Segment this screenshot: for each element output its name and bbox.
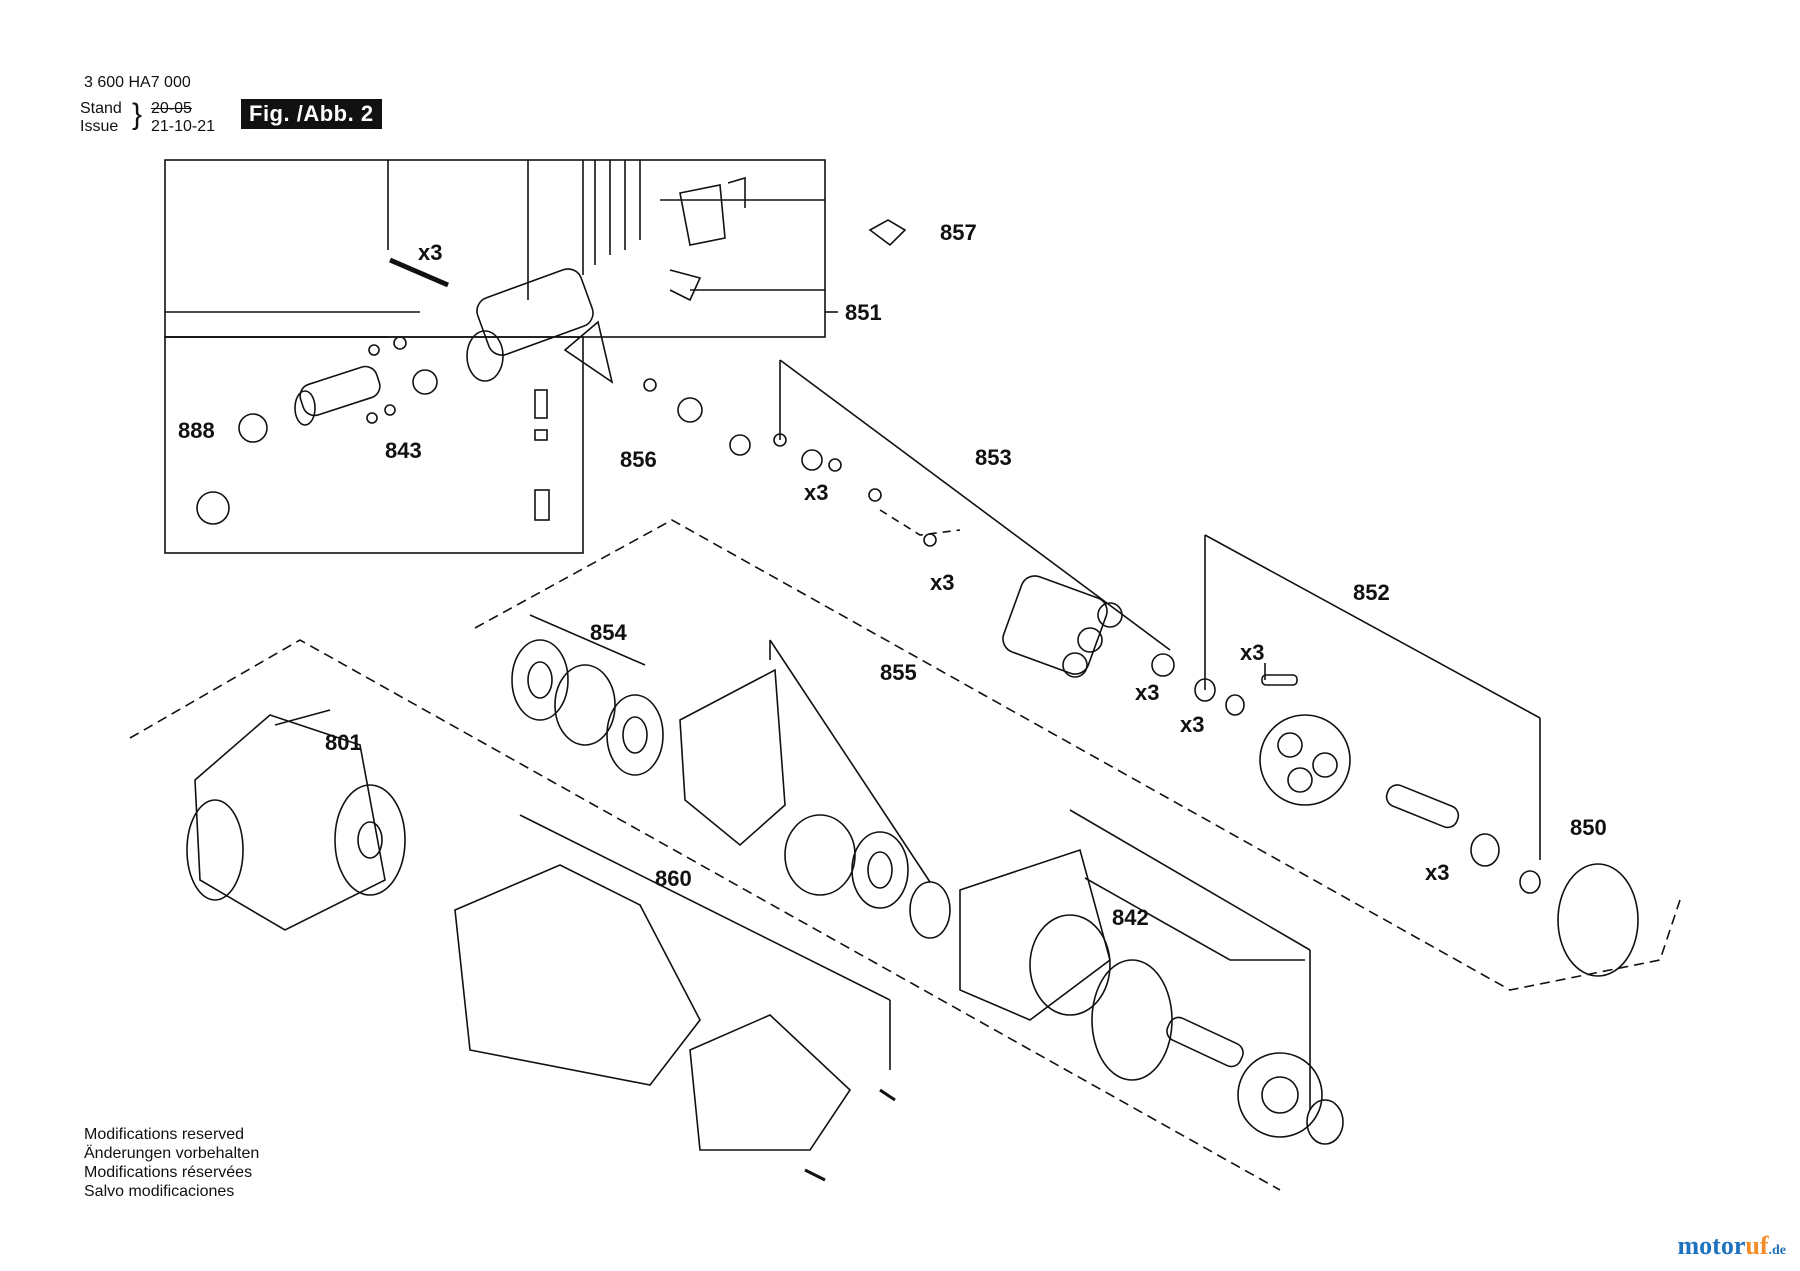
callout-857: 857 [940, 220, 977, 245]
dashed-envelope-801 [129, 639, 1281, 1191]
modifications-notes: Modifications reserved Änderungen vorbeh… [84, 1125, 259, 1201]
callout-801: 801 [325, 730, 362, 755]
callout-842: 842 [1112, 905, 1149, 930]
multiplier: x3 [1135, 680, 1159, 705]
note-de: Änderungen vorbehalten [84, 1145, 260, 1162]
spring [1470, 833, 1500, 867]
callout-851: 851 [845, 300, 882, 325]
trigger-part [679, 184, 726, 246]
washer-854a [511, 639, 569, 721]
gasket-842 [1091, 959, 1173, 1081]
valve-housing [476, 268, 594, 356]
callout-843: 843 [385, 438, 422, 463]
bearing-855 [851, 831, 909, 909]
brace: } [132, 98, 143, 131]
nozzle-part [196, 491, 230, 525]
motor-801 [194, 714, 386, 931]
figure-label: Fig. /Abb. 2 [241, 99, 382, 129]
bearing-854 [554, 664, 616, 746]
callout-860: 860 [655, 866, 692, 891]
crank-housing [959, 848, 1111, 1021]
pump-head [1002, 575, 1108, 675]
note-es: Salvo modificaciones [84, 1183, 235, 1200]
pump-flange [1259, 714, 1351, 806]
stand-label: Stand [80, 100, 122, 117]
wobble-plate [784, 814, 856, 896]
multiplier: x3 [1180, 712, 1204, 737]
callout-853: 853 [975, 445, 1012, 470]
gear-842 [1237, 1052, 1323, 1138]
watermark-part3: .de [1768, 1243, 1787, 1258]
watermark-part2: uf [1745, 1231, 1769, 1260]
multiplier: x3 [1425, 860, 1449, 885]
triangle-ring [563, 320, 614, 384]
callout-852: 852 [1353, 580, 1390, 605]
note-fr: Modifications réservées [84, 1164, 253, 1181]
cylinder-end [294, 390, 316, 426]
housing-cap [689, 1014, 852, 1151]
stand-value: 20-05 [151, 100, 192, 117]
multiplier: x3 [930, 570, 954, 595]
fan-cover [679, 668, 786, 847]
issue-label: Issue [80, 118, 119, 135]
callout-855: 855 [880, 660, 917, 685]
washer-854b [606, 694, 664, 776]
piston-rod [1385, 784, 1460, 829]
multiplier: x3 [1240, 640, 1264, 665]
housing-860 [454, 864, 701, 1086]
dashed-envelope-855 [474, 519, 1681, 991]
callout-854: 854 [590, 620, 627, 645]
part-888 [238, 413, 268, 443]
note-en: Modifications reserved [84, 1126, 245, 1143]
issue-value: 21-10-21 [151, 118, 216, 135]
o-ring-850 [1557, 863, 1639, 977]
watermark-logo: motoruf.de [1678, 1231, 1786, 1261]
callout-850: 850 [1570, 815, 1607, 840]
multiplier: x3 [804, 480, 828, 505]
cylinder-part [299, 365, 381, 417]
callout-856: 856 [620, 447, 657, 472]
part-number: 3 600 HA7 000 [84, 74, 191, 91]
watermark-part1: motor [1677, 1231, 1746, 1260]
crankshaft [1166, 1016, 1244, 1068]
part-857 [868, 219, 907, 247]
assembly-851-frame [164, 159, 826, 338]
callout-888: 888 [178, 418, 215, 443]
valve-sleeve [466, 330, 504, 382]
multiplier: x3 [418, 240, 442, 265]
